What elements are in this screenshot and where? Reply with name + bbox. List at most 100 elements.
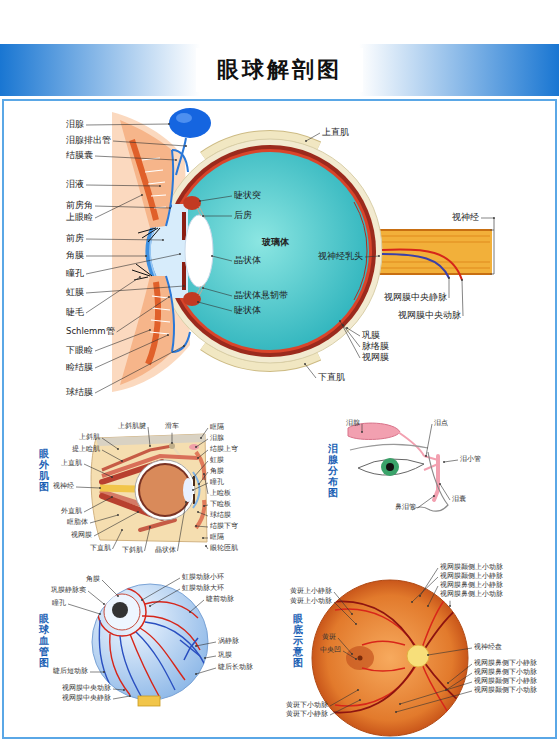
leader-line [95,346,184,393]
leader-line [113,696,130,699]
part-label: 中央凹 [320,647,341,654]
part-label: 视网膜中央动脉 [398,311,461,321]
leader-dot [117,448,119,450]
leader-dot [198,483,200,485]
extraocular-muscle-figure-part [169,443,175,449]
vascular-figure-part-part [99,620,205,698]
extraocular-muscle-figure-part [140,520,175,530]
leader-dot [185,501,187,503]
leader-dot [183,345,185,347]
part-label: 玻璃体 [262,238,289,248]
leader-dot [355,623,357,625]
leader-dot [493,217,495,219]
leader-dot [183,285,185,287]
lacrimal-figure [348,423,448,511]
leader-line [440,484,450,500]
leader-line [204,474,208,494]
part-label: 巩膜静脉窦 [51,587,86,594]
leader-dot [141,599,143,601]
panel-title: 泪腺分布图 [328,443,338,498]
main-eye-part [382,249,462,280]
leader-line [172,433,173,443]
leader-line [198,302,232,311]
extraocular-muscle-figure-part [96,434,205,446]
leader-line [142,578,180,600]
leader-line [150,589,180,606]
leader-line [203,216,232,217]
leader-line [330,700,360,715]
part-label: 泪囊 [452,496,466,503]
leader-dot [425,455,427,457]
part-label: 结膜上穹 [210,446,238,453]
leader-dot [427,654,429,656]
part-label: 巩膜 [362,331,380,341]
part-label: 上眼睑 [66,213,93,223]
leader-dot [99,613,101,615]
leader-line [199,472,208,484]
leader-line [462,280,463,316]
leader-line [212,256,232,261]
part-label: 泪腺排出管 [66,136,111,146]
leader-dot [399,703,401,705]
leader-dot [141,194,143,196]
leader-dot [357,689,359,691]
extraocular-muscle-figure-part [91,434,207,542]
leader-line [95,195,142,218]
leader-line [190,600,204,612]
main-eye-part [169,108,211,138]
fundus-figure-part-part [330,601,465,712]
leader-line [86,256,146,257]
leader-line [113,141,186,146]
leader-dot [202,287,204,289]
leader-dot [117,595,119,597]
part-label: 视网膜颞侧上小动脉 [440,564,503,571]
main-eye-part [132,264,152,280]
leader-line [76,487,100,488]
leader-line [86,239,163,240]
part-label: 视网膜颞侧下小静脉 [474,678,537,685]
leader-dot [103,603,105,605]
poster-frame-part [0,44,200,96]
part-label: 虹膜 [210,457,224,464]
fundus-figure-part-part [346,646,374,670]
main-eye-part [164,145,376,357]
part-label: 视网膜鼻侧上小静脉 [440,582,503,589]
leader-dot [111,476,113,478]
leader-line [145,527,151,551]
part-label: 黄斑上小动脉 [290,598,332,605]
leader-line [412,577,438,602]
vascular-figure-part-part [110,602,200,698]
leader-line [113,689,124,690]
panel-title: 眼球血管图 [39,613,49,668]
part-label: 前房角 [66,201,93,211]
leader-line [449,278,450,298]
leader-dot [192,477,194,479]
main-eye-part [168,149,372,353]
part-label: 球结膜 [210,512,231,519]
part-label: 球结膜 [66,388,93,398]
part-label: 视网膜鼻侧下小静脉 [474,660,537,667]
part-label: 视网膜 [362,353,389,363]
leader-line [90,672,104,673]
leader-line [88,591,104,604]
leader-dot [202,215,204,217]
leader-dot [185,145,187,147]
part-label: 眼轮匝肌 [210,545,238,552]
part-label: 泪小管 [460,456,481,463]
part-label: 瞳孔 [210,479,224,486]
leader-line [343,325,360,347]
leader-line [330,690,358,706]
fundus-figure-part [312,580,468,736]
leader-dot [351,653,353,655]
part-label: 上睑板 [210,490,231,497]
part-label: 虹膜动脉大环 [182,585,224,592]
vascular-figure-part [138,696,160,706]
leader-dot [139,276,141,278]
main-eye-part [176,113,192,123]
main-eye-part [132,140,156,220]
part-label: 下直肌 [318,373,345,383]
leader-line [481,218,494,219]
leader-line [444,460,458,462]
part-label: 泪腺 [66,120,84,130]
leader-line [102,580,118,596]
